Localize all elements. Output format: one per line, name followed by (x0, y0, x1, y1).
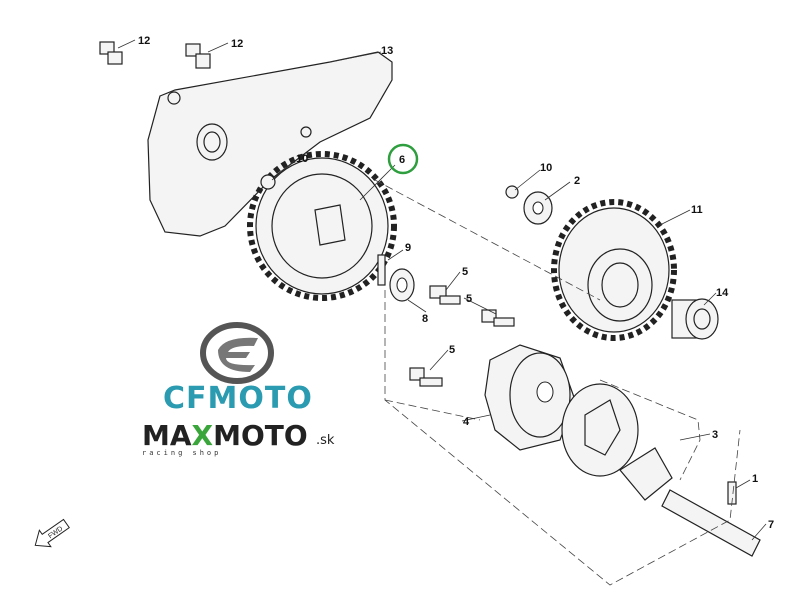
cfmoto-wordmark: CFMOTO (163, 381, 313, 416)
bolt-5 (481, 309, 515, 327)
callout-10: 10 (540, 162, 552, 174)
pump-housing-4 (484, 344, 576, 451)
bolt-5 (409, 367, 443, 387)
svg-text:racing shop: racing shop (142, 449, 221, 457)
gear-11 (551, 199, 677, 341)
cfmoto-logo: CFMOTO (163, 322, 313, 416)
maxmoto-logo: MAXMOTO .sk racing shop (142, 419, 335, 457)
bolt-5 (429, 285, 461, 305)
callout-5: 5 (449, 344, 455, 356)
fwd-arrow-icon: FWD (34, 518, 70, 548)
shaft-7 (661, 489, 761, 557)
callout-8: 8 (422, 313, 428, 325)
callout-10: 10 (296, 153, 308, 165)
callout-13: 13 (381, 45, 393, 57)
callout-2: 2 (574, 175, 580, 187)
pin-9 (377, 254, 386, 286)
callout-1: 1 (752, 473, 758, 485)
callout-5: 5 (466, 293, 472, 305)
rotor-set-3 (561, 383, 673, 501)
callout-9: 9 (405, 242, 411, 254)
callout-4: 4 (463, 416, 470, 428)
callout-6[interactable]: 6 (399, 154, 405, 166)
bearing-14 (671, 298, 719, 340)
svg-text:.sk: .sk (316, 433, 335, 448)
bolt-12b (185, 43, 211, 69)
callout-3: 3 (712, 429, 718, 441)
callout-5: 5 (462, 266, 468, 278)
gear-6 (247, 151, 397, 301)
callout-11: 11 (691, 204, 703, 216)
callout-12: 12 (231, 38, 243, 50)
callout-12: 12 (138, 35, 150, 47)
callout-14: 14 (716, 287, 729, 299)
svg-text:MAXMOTO: MAXMOTO (142, 419, 308, 452)
highlight-circle (387, 143, 419, 175)
fwd-label: FWD (47, 525, 64, 540)
bolt-12a (99, 41, 123, 65)
callout-7: 7 (768, 519, 774, 531)
